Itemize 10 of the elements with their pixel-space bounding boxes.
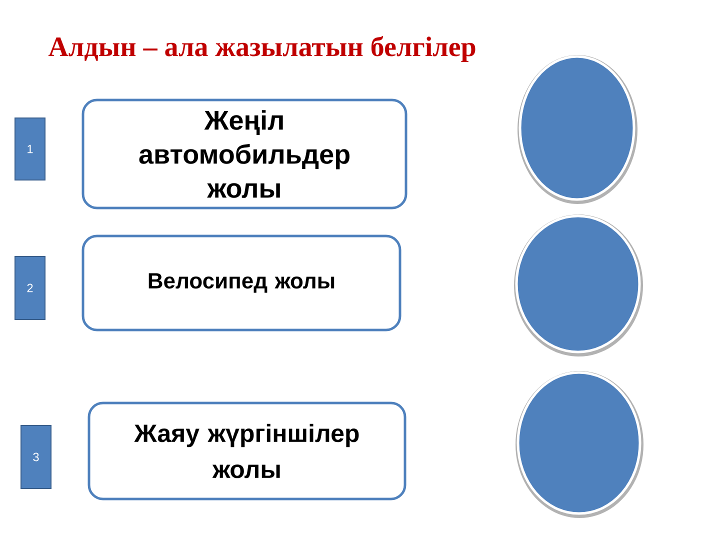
title: Алдын – ала жазылатын белгілер xyxy=(48,36,476,62)
rounded-box: Велосипед жолы xyxy=(82,234,402,332)
number-box: 2 xyxy=(14,256,46,320)
rounded-box: Жеңіл автомобильдер жолы xyxy=(82,98,408,210)
oval xyxy=(514,214,643,356)
rounded-box: Жаяу жүргіншілер жолы xyxy=(88,402,406,500)
number-box: 3 xyxy=(20,425,52,489)
oval xyxy=(518,55,638,204)
oval xyxy=(516,371,644,518)
number-box: 1 xyxy=(14,118,46,180)
